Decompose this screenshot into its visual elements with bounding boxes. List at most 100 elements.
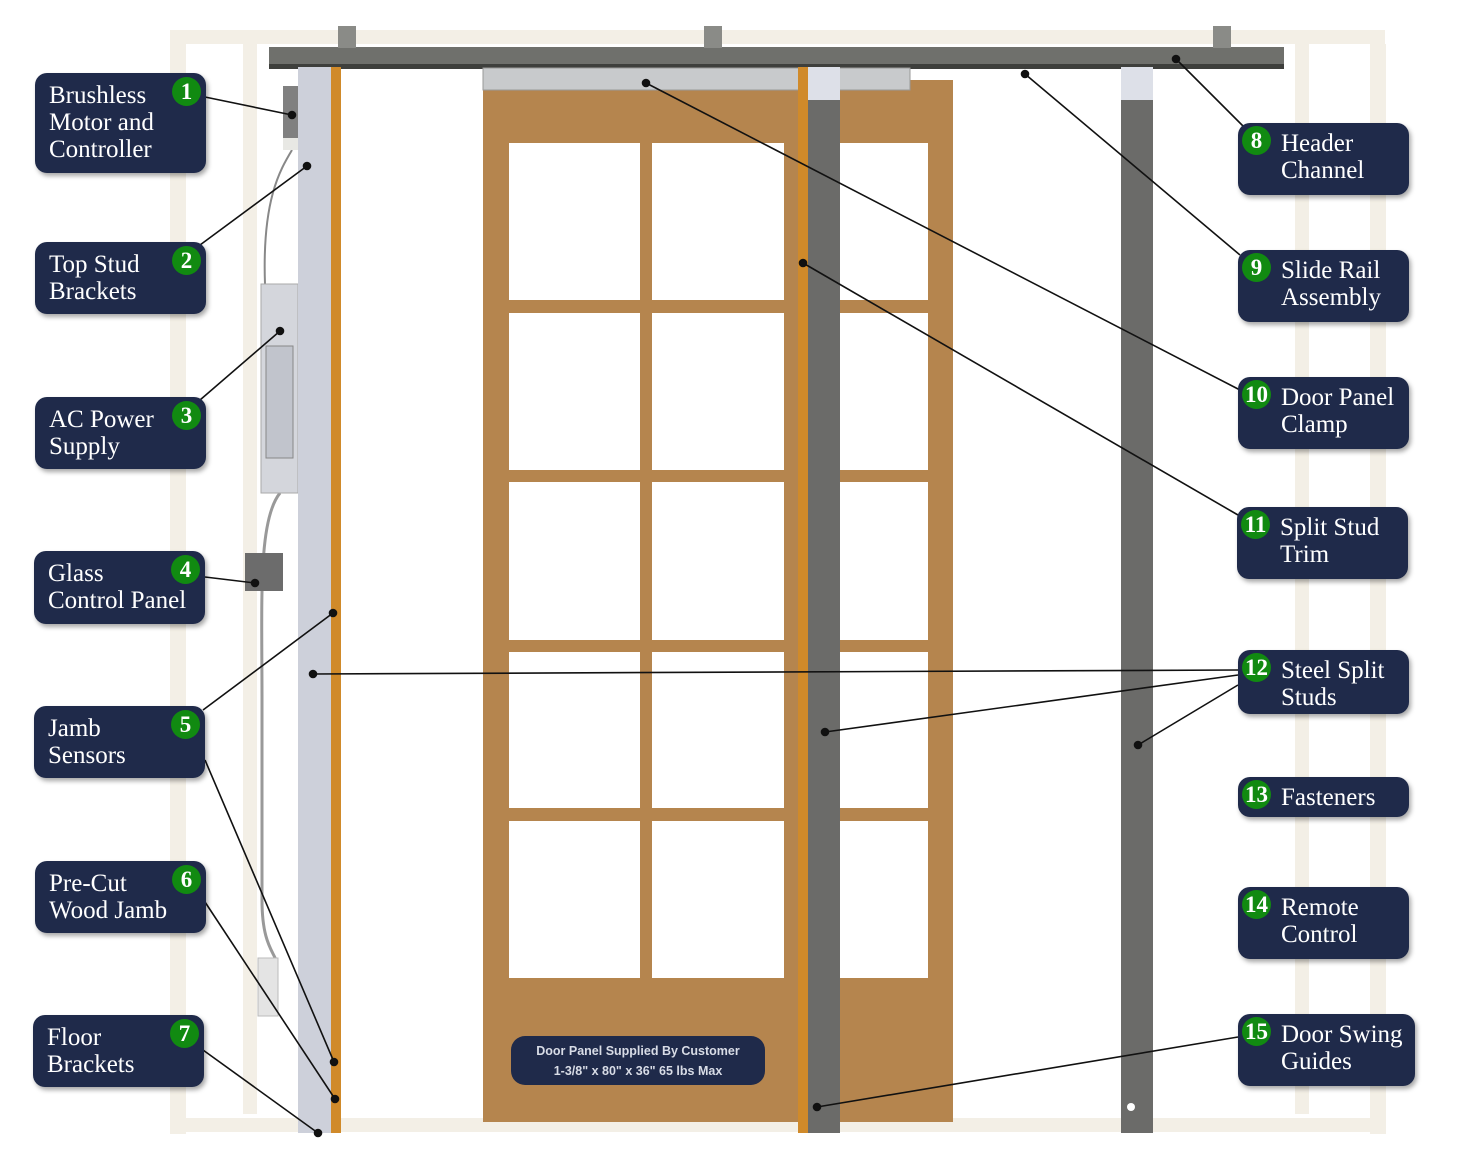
glass-pane: [840, 821, 928, 978]
leader-dot: [250, 578, 260, 588]
badge-6: 6: [172, 865, 201, 894]
leader-line: [202, 612, 334, 711]
header-channel: [269, 47, 1284, 66]
callout-label: Header Channel: [1281, 130, 1365, 184]
badge-3: 3: [172, 401, 201, 430]
leader-dot: [329, 1057, 339, 1067]
callout-label: Slide Rail Assembly: [1281, 257, 1381, 311]
door-panel: [483, 80, 953, 1122]
leader-dot: [1171, 54, 1181, 64]
glass-pane: [509, 143, 640, 300]
leader-dot: [820, 727, 830, 737]
slide-rail: [482, 67, 911, 91]
callout-fasteners: 13 Fasteners: [1238, 777, 1409, 817]
callout-label: Glass Control Panel: [48, 560, 187, 614]
glass-pane: [509, 652, 640, 808]
badge-5: 5: [171, 710, 200, 739]
badge-11: 11: [1241, 510, 1270, 539]
callout-label: AC Power Supply: [49, 406, 154, 460]
callout-ac-power-supply: 3 AC Power Supply: [35, 397, 206, 469]
top-stud-brackets: [338, 26, 1231, 48]
leader-dot: [302, 161, 312, 171]
left-steel-stud: [298, 67, 331, 1133]
glass-pane: [509, 313, 640, 470]
callout-door-panel-clamp: 10 Door Panel Clamp: [1238, 377, 1409, 449]
badge-4: 4: [171, 555, 200, 584]
callout-label: Remote Control: [1281, 894, 1359, 948]
badge-2: 2: [172, 246, 201, 275]
leader-line: [1024, 73, 1241, 256]
leader-dot: [275, 326, 285, 336]
right-steel-stud: [1121, 100, 1153, 1133]
callout-split-stud-trim: 11 Split Stud Trim: [1237, 507, 1408, 579]
badge-10: 10: [1242, 380, 1271, 409]
leader-line: [645, 82, 1241, 391]
callout-remote-control: 14 Remote Control: [1238, 887, 1409, 959]
glass-pane: [840, 652, 928, 808]
door-panel-note: Door Panel Supplied By Customer 1-3/8" x…: [511, 1036, 765, 1085]
callout-jamb-sensors: 5 Jamb Sensors: [34, 706, 205, 778]
leader-dot: [328, 608, 338, 618]
callout-label: Fasteners: [1281, 784, 1376, 811]
leader-line: [1137, 684, 1239, 746]
callout-label: Door Panel Clamp: [1281, 384, 1395, 438]
callout-label: Steel Split Studs: [1281, 657, 1385, 711]
glass-pane: [652, 482, 784, 640]
glass-pane: [652, 313, 784, 470]
callout-label: Top Stud Brackets: [49, 251, 140, 305]
callout-label: Split Stud Trim: [1280, 514, 1380, 568]
door-note-line2: 1-3/8" x 80" x 36" 65 lbs Max: [553, 1064, 723, 1078]
glass-pane: [509, 482, 640, 640]
glass-control-panel: [245, 553, 283, 591]
wood-jamb: [331, 67, 341, 1133]
callout-label: Pre-Cut Wood Jamb: [49, 870, 168, 924]
glass-pane: [652, 143, 784, 300]
callout-label: Jamb Sensors: [48, 715, 126, 769]
glass-pane: [652, 821, 784, 978]
leader-line: [1175, 58, 1244, 127]
leader-dot: [812, 1102, 822, 1112]
leader-line: [204, 901, 336, 1100]
glass-pane: [509, 821, 640, 978]
glass-pane: [840, 313, 928, 470]
callout-door-swing-guides: 15 Door Swing Guides: [1238, 1014, 1415, 1086]
badge-9: 9: [1242, 253, 1271, 282]
leader-dot: [287, 110, 297, 120]
callout-slide-rail: 9 Slide Rail Assembly: [1238, 250, 1409, 322]
leader-line: [199, 330, 281, 401]
leader-line: [204, 576, 256, 584]
leader-line: [802, 262, 1239, 516]
leader-line: [204, 759, 335, 1063]
leader-dot: [1133, 740, 1143, 750]
split-stud-trim: [798, 67, 808, 1133]
leader-line: [199, 165, 308, 246]
glass-pane: [652, 652, 784, 808]
leader-line: [202, 1049, 319, 1134]
callout-label: Floor Brackets: [47, 1024, 135, 1078]
badge-15: 15: [1242, 1017, 1271, 1046]
leader-dot: [1020, 69, 1030, 79]
leader-dot: [798, 258, 808, 268]
door-note-line1: Door Panel Supplied By Customer: [536, 1044, 740, 1058]
leader-line: [816, 1036, 1239, 1108]
leader-dot: [313, 1128, 323, 1138]
badge-14: 14: [1242, 890, 1271, 919]
leader-line: [312, 669, 1239, 675]
leader-dot: [308, 669, 318, 679]
leader-dot: [641, 78, 651, 88]
callout-steel-split-studs: 12 Steel Split Studs: [1238, 650, 1409, 714]
badge-13: 13: [1242, 780, 1271, 809]
callout-top-stud-brackets: 2 Top Stud Brackets: [35, 242, 206, 314]
leader-lines: [199, 54, 1244, 1138]
callout-label: Door Swing Guides: [1281, 1021, 1403, 1075]
leader-line: [824, 674, 1239, 733]
badge-12: 12: [1242, 653, 1271, 682]
glass-pane: [840, 482, 928, 640]
